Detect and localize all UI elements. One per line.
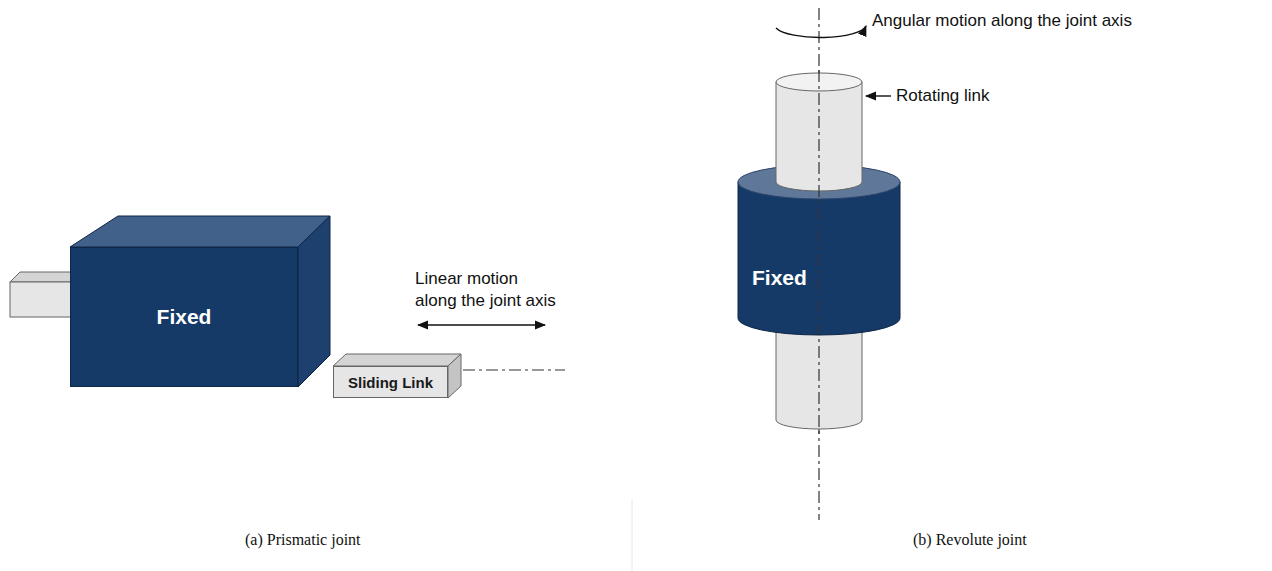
node-text: Fixed bbox=[752, 266, 807, 290]
caption: (b) Revolute joint bbox=[913, 529, 1027, 551]
fixed-cylinder: Fixed bbox=[735, 70, 905, 435]
divider bbox=[632, 500, 633, 571]
fixed-block-faces bbox=[70, 216, 330, 387]
joint-axis bbox=[818, 70, 819, 435]
sliding-link-faces bbox=[333, 354, 461, 398]
motion-label: Linear motion along the joint axis bbox=[415, 268, 560, 312]
rotation-arrow bbox=[776, 26, 866, 38]
motion-arrow bbox=[418, 324, 545, 325]
motion-label: Angular motion along the joint axis bbox=[872, 10, 1132, 32]
joint-axis bbox=[463, 369, 565, 370]
caption: (a) Prismatic joint bbox=[245, 529, 361, 551]
cylinder-shape bbox=[735, 70, 905, 435]
leader-arrow bbox=[866, 95, 891, 96]
sliding-link: Sliding Link bbox=[333, 366, 448, 398]
node-text: Fixed bbox=[157, 305, 212, 329]
fixed-block: Fixed bbox=[70, 247, 298, 387]
part-label: Rotating link bbox=[896, 85, 990, 107]
node-text: Sliding Link bbox=[348, 374, 433, 391]
